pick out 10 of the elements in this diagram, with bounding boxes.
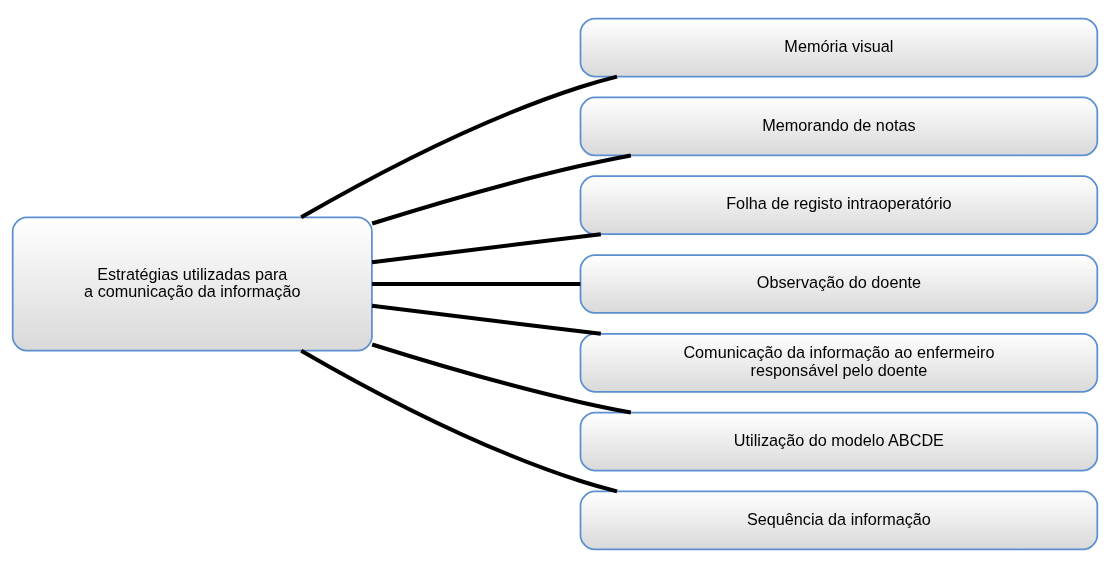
- node-box: Utilização do modelo ABCDE: [579, 411, 1099, 471]
- node-box: Memória visual: [579, 17, 1099, 77]
- connector: [371, 231, 602, 264]
- node-box: Memorando de notas: [579, 96, 1099, 156]
- node-box: Sequência da informação: [579, 490, 1099, 550]
- node-box: Estratégias utilizadas para a comunicação da informação: [11, 216, 373, 351]
- connector: [372, 281, 581, 286]
- node-box: Folha de registo intraoperatório: [579, 174, 1099, 235]
- node-box: Comunicação da informação ao enfermeiro responsável pelo doente: [579, 332, 1099, 393]
- node-box: Observação do doente: [579, 253, 1099, 314]
